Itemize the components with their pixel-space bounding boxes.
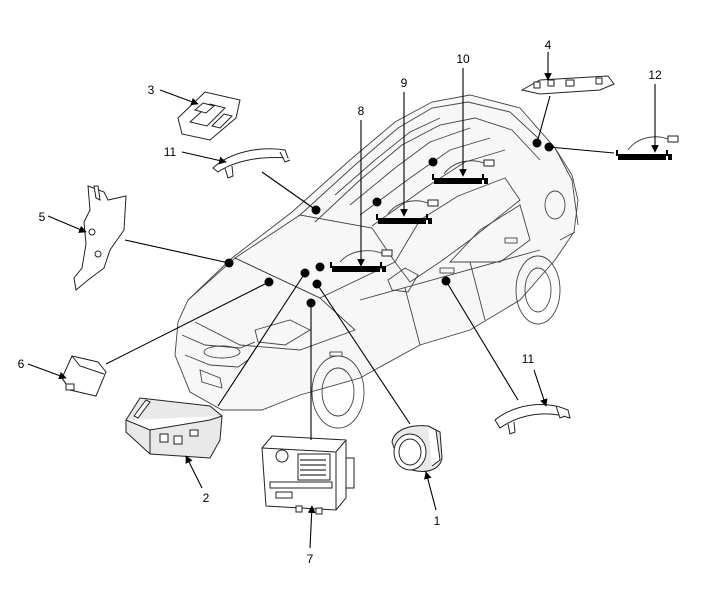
callout-10: 10	[456, 52, 470, 66]
callout-2: 2	[203, 491, 210, 505]
vehicle-outline	[174, 94, 579, 429]
bracket-module	[73, 185, 127, 291]
callout-6: 6	[18, 357, 25, 371]
interior-antenna-rear	[432, 159, 495, 184]
callout-4: 4	[545, 38, 552, 52]
callout-9: 9	[401, 76, 408, 90]
start-stop-control-unit	[125, 397, 223, 459]
smart-key-fob	[177, 91, 241, 141]
callout-labels: 1 2 3 4 5 6 7 8 9 10 11 11 12	[18, 38, 662, 566]
callout-1: 1	[434, 514, 441, 528]
leader-lines	[27, 52, 659, 549]
smart-key-control-module	[261, 435, 355, 515]
callout-12: 12	[648, 68, 662, 82]
door-handle-front	[212, 148, 291, 179]
trunk-antenna	[616, 135, 679, 160]
small-receiver-module	[61, 355, 107, 397]
callout-3: 3	[148, 83, 155, 97]
door-handle-rear	[494, 404, 571, 435]
callout-11-top: 11	[164, 145, 177, 159]
rear-bumper-antenna	[520, 75, 615, 95]
engine-start-button	[391, 425, 443, 472]
callout-7: 7	[307, 552, 314, 566]
callout-8: 8	[358, 104, 365, 118]
callout-5: 5	[39, 210, 46, 224]
callout-11-right: 11	[522, 352, 535, 366]
interior-antenna-middle	[376, 199, 439, 224]
